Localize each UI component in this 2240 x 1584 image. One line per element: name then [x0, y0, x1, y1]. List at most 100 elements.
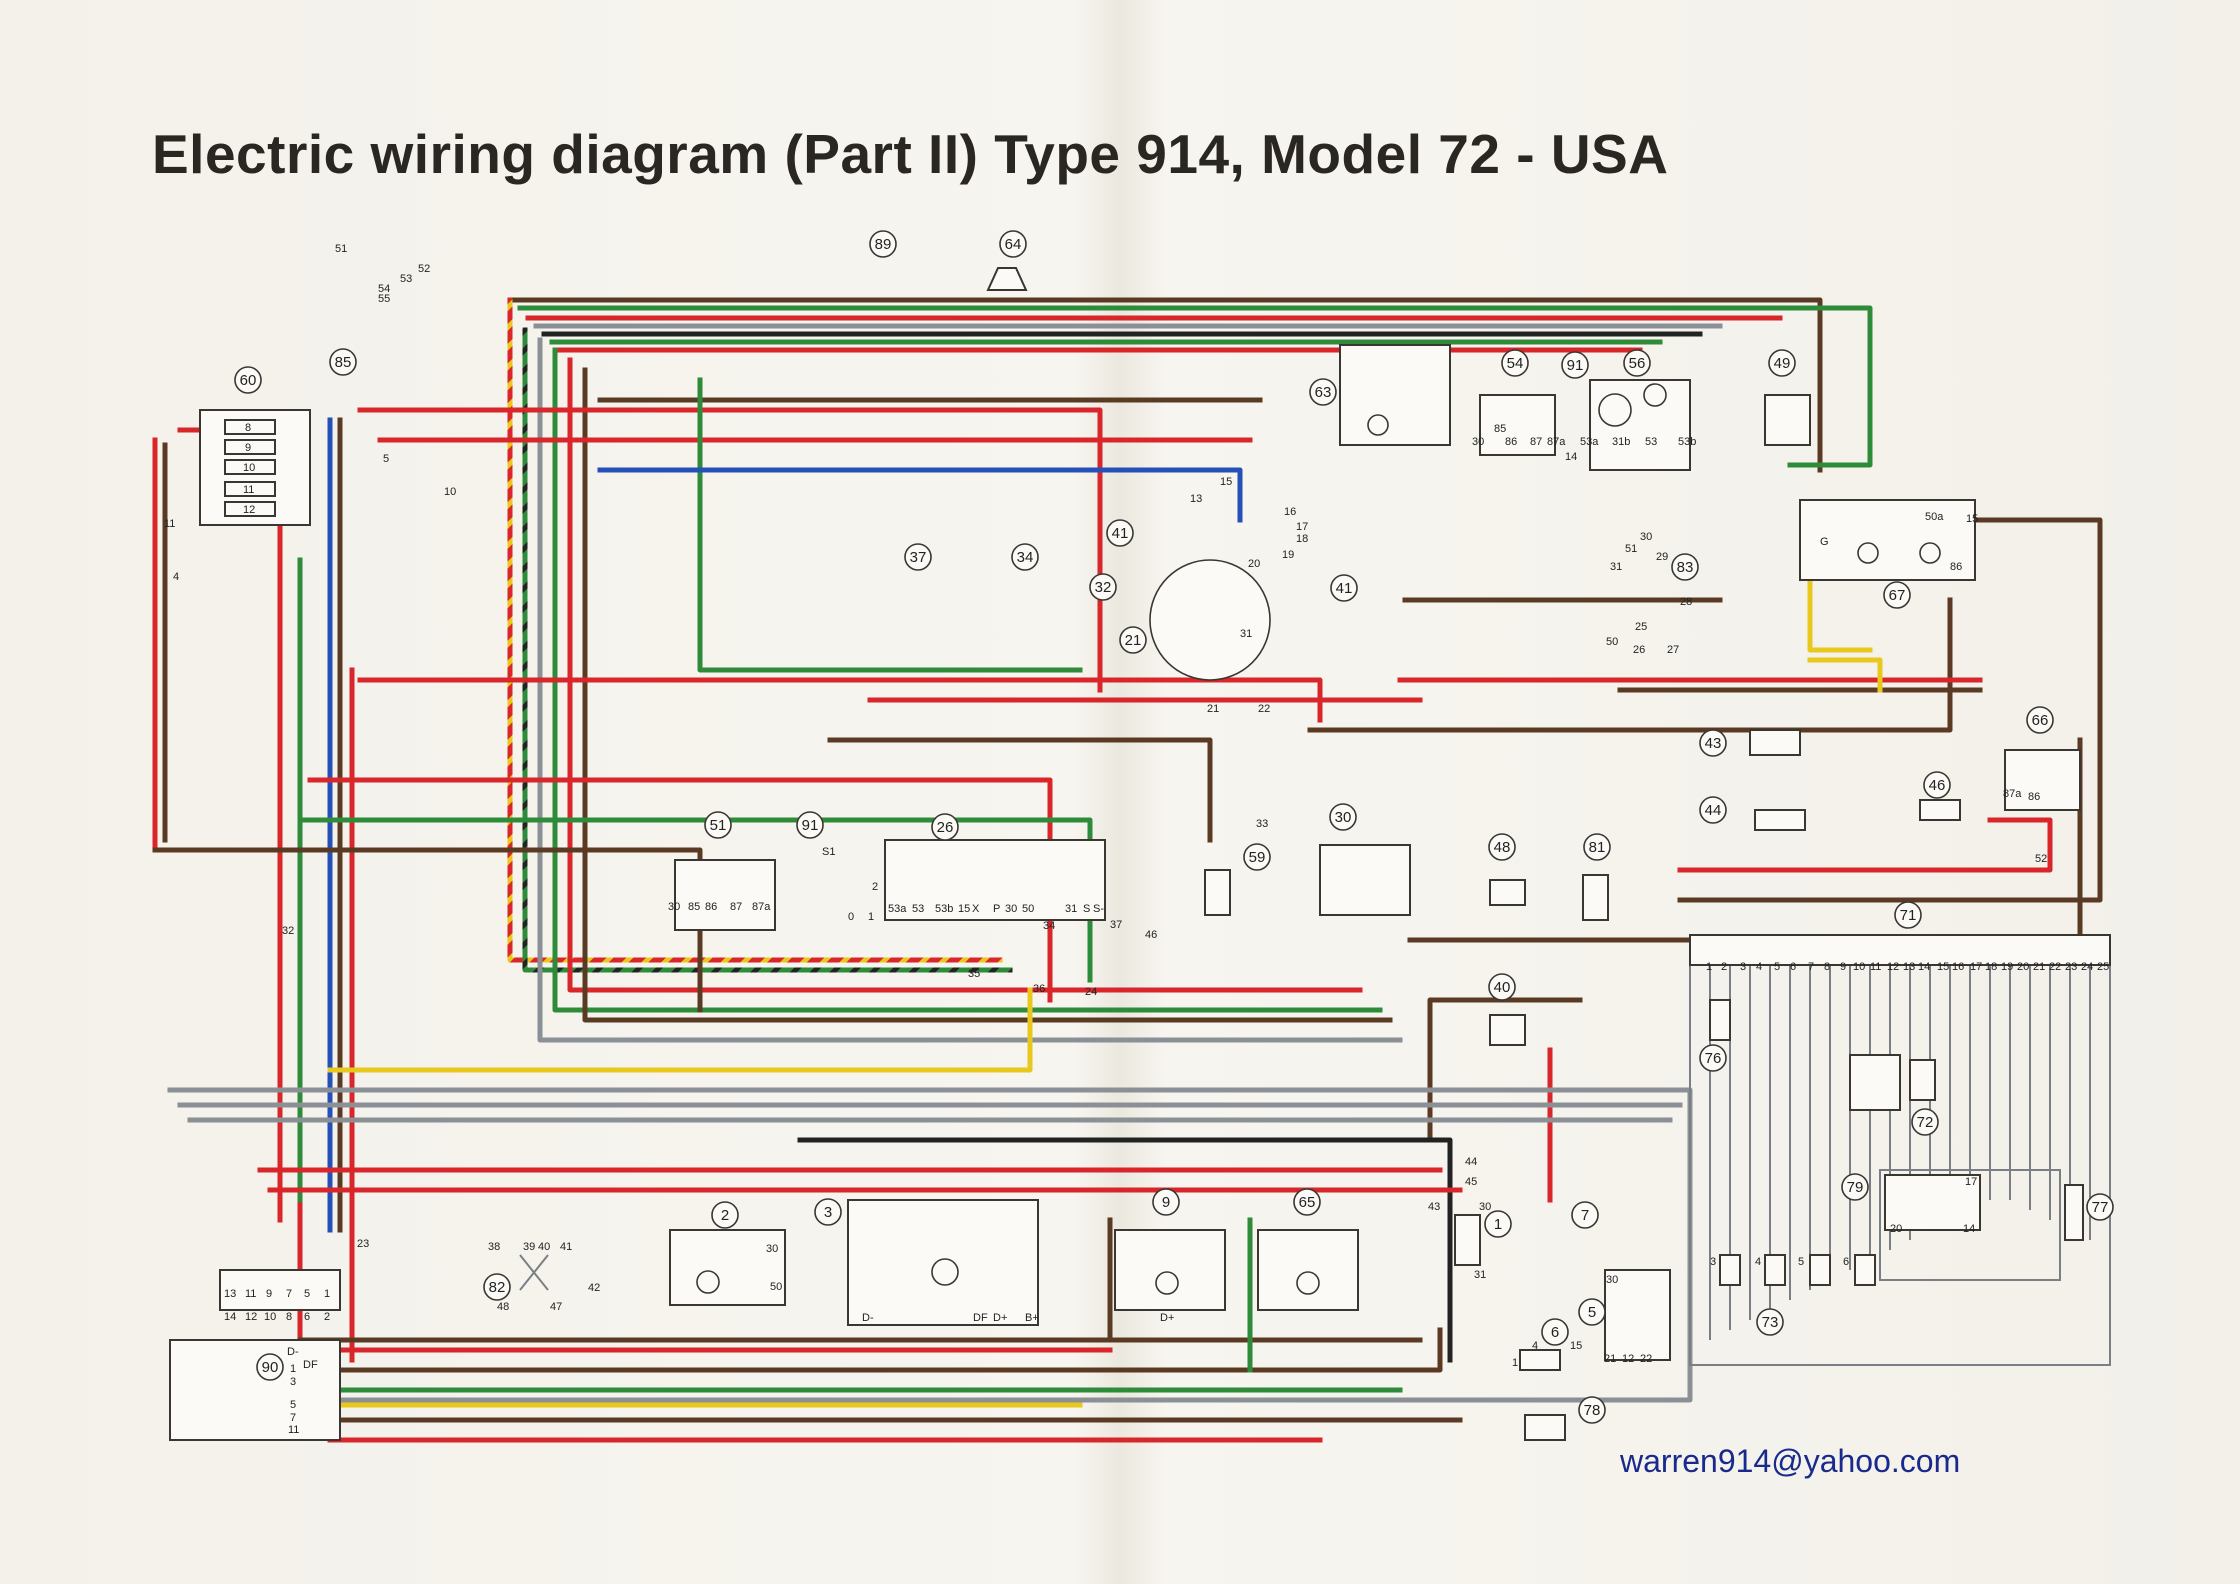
svg-text:10: 10: [1853, 961, 1865, 973]
svg-text:3: 3: [1710, 1256, 1716, 1268]
svg-text:41: 41: [1112, 525, 1129, 542]
svg-text:53b: 53b: [935, 903, 953, 915]
svg-text:86: 86: [2028, 791, 2040, 803]
svg-text:18: 18: [1985, 961, 1997, 973]
svg-text:1: 1: [1494, 1216, 1502, 1233]
component-59: [1204, 869, 1231, 916]
svg-text:50: 50: [770, 1281, 782, 1293]
svg-text:18: 18: [1296, 533, 1308, 545]
wiper-motor-box-56: [1589, 379, 1691, 471]
label-40: 40: [1488, 973, 1516, 1001]
svg-text:46: 46: [1929, 777, 1946, 794]
svg-text:31: 31: [1610, 561, 1622, 573]
svg-text:52: 52: [2035, 853, 2047, 865]
svg-text:53a: 53a: [888, 903, 907, 915]
svg-text:S1: S1: [822, 846, 835, 858]
svg-text:32: 32: [1095, 579, 1112, 596]
switch-box-49: [1764, 394, 1811, 446]
svg-text:87a: 87a: [752, 901, 771, 913]
svg-text:24: 24: [1085, 986, 1097, 998]
plug-block-bottom-left: [219, 1269, 341, 1311]
svg-text:3: 3: [290, 1376, 296, 1388]
svg-text:37: 37: [910, 549, 927, 566]
svg-text:24: 24: [2081, 961, 2093, 973]
svg-text:1: 1: [868, 911, 874, 923]
svg-text:36: 36: [1033, 983, 1045, 995]
svg-text:9: 9: [1162, 1194, 1170, 1211]
svg-text:30: 30: [1472, 436, 1484, 448]
svg-text:78: 78: [1584, 1402, 1601, 1419]
svg-text:59: 59: [1249, 849, 1266, 866]
label-26: 26: [931, 813, 959, 841]
svg-text:38: 38: [488, 1241, 500, 1253]
svg-text:50: 50: [1606, 636, 1618, 648]
svg-text:S: S: [1083, 903, 1090, 915]
svg-text:22: 22: [1258, 703, 1270, 715]
svg-text:17: 17: [1965, 1176, 1977, 1188]
svg-text:86: 86: [1950, 561, 1962, 573]
svg-text:50a: 50a: [1925, 511, 1944, 523]
svg-text:39: 39: [523, 1241, 535, 1253]
svg-text:73: 73: [1762, 1314, 1779, 1331]
svg-text:23: 23: [357, 1238, 369, 1250]
svg-text:D+: D+: [993, 1312, 1007, 1324]
svg-text:0: 0: [848, 911, 854, 923]
connector-82: [519, 1254, 549, 1291]
label-7: 7: [1571, 1201, 1599, 1229]
svg-text:17: 17: [1296, 521, 1308, 533]
svg-text:30: 30: [1335, 809, 1352, 826]
svg-text:32: 32: [282, 925, 294, 937]
svg-text:45: 45: [1465, 1176, 1477, 1188]
label-51: 51: [704, 811, 732, 839]
svg-text:49: 49: [1774, 355, 1791, 372]
ignition-switch-box-26: [884, 839, 1106, 921]
svg-text:8: 8: [245, 422, 251, 434]
svg-text:5: 5: [304, 1288, 310, 1300]
label-43: 43: [1699, 729, 1727, 757]
svg-text:21: 21: [1207, 703, 1219, 715]
svg-text:40: 40: [1494, 979, 1511, 996]
svg-text:82: 82: [489, 1279, 506, 1296]
svg-text:29: 29: [1656, 551, 1668, 563]
component-43: [1749, 729, 1801, 756]
label-85: 85: [329, 348, 357, 376]
motor-box-9: [1114, 1229, 1226, 1311]
svg-text:20: 20: [2017, 961, 2029, 973]
svg-text:53b: 53b: [1678, 436, 1696, 448]
svg-text:5: 5: [1798, 1256, 1804, 1268]
svg-text:P: P: [993, 903, 1000, 915]
relay-box-51: [674, 859, 776, 931]
svg-text:13: 13: [224, 1288, 236, 1300]
svg-text:56: 56: [1629, 355, 1646, 372]
horn-64: [986, 267, 1028, 291]
svg-text:2: 2: [872, 881, 878, 893]
svg-text:79: 79: [1847, 1179, 1864, 1196]
svg-text:43: 43: [1705, 735, 1722, 752]
svg-text:1: 1: [290, 1363, 296, 1375]
svg-text:71: 71: [1900, 907, 1917, 924]
svg-text:33: 33: [1256, 818, 1268, 830]
svg-text:48: 48: [497, 1301, 509, 1313]
svg-text:25: 25: [1635, 621, 1647, 633]
svg-text:30: 30: [1606, 1274, 1618, 1286]
svg-text:10: 10: [243, 462, 255, 474]
svg-text:25: 25: [2097, 961, 2109, 973]
label-30: 30: [1329, 803, 1357, 831]
wire-bundle-top: [507, 297, 1873, 473]
svg-text:31: 31: [1474, 1269, 1486, 1281]
svg-text:44: 44: [1465, 1156, 1477, 1168]
svg-text:3: 3: [1740, 961, 1746, 973]
svg-text:14: 14: [1963, 1223, 1975, 1235]
contact-email: warren914@yahoo.com: [1620, 1443, 1961, 1479]
svg-text:30: 30: [766, 1243, 778, 1255]
svg-text:90: 90: [262, 1359, 279, 1376]
wire-bundle-right: [1427, 517, 2103, 1203]
svg-text:55: 55: [378, 293, 390, 305]
svg-text:DF: DF: [303, 1359, 318, 1371]
component-40: [1489, 1014, 1526, 1046]
svg-text:30: 30: [1640, 531, 1652, 543]
label-49: 49: [1768, 349, 1796, 377]
svg-text:6: 6: [1843, 1256, 1849, 1268]
svg-text:44: 44: [1705, 802, 1722, 819]
component-81: [1582, 874, 1609, 921]
